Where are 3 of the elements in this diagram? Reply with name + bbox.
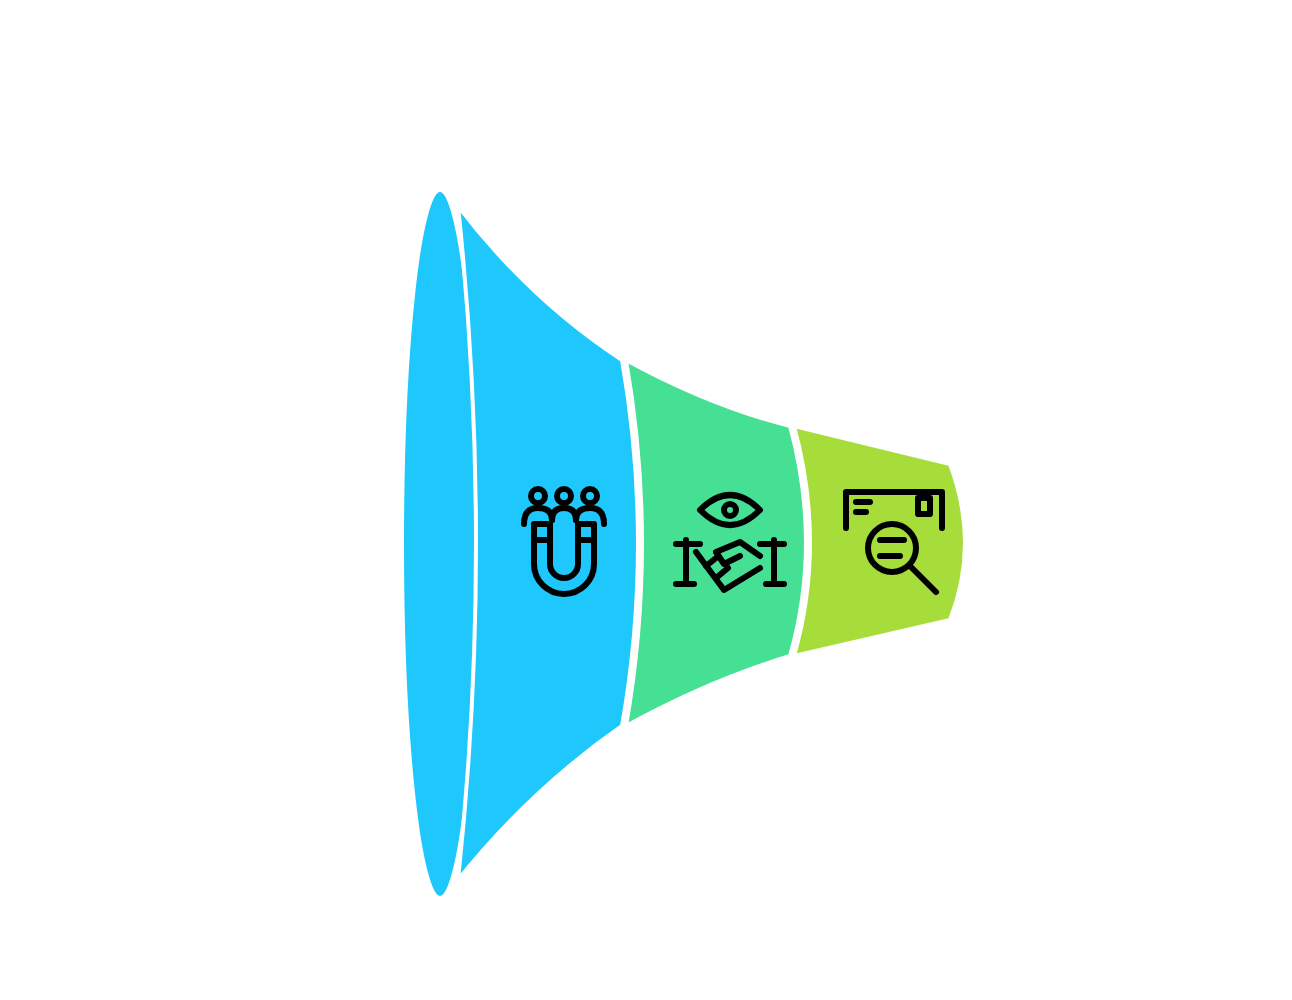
funnel-segment [400,188,640,900]
funnel-segment [792,424,967,658]
funnel-segment [624,358,808,728]
